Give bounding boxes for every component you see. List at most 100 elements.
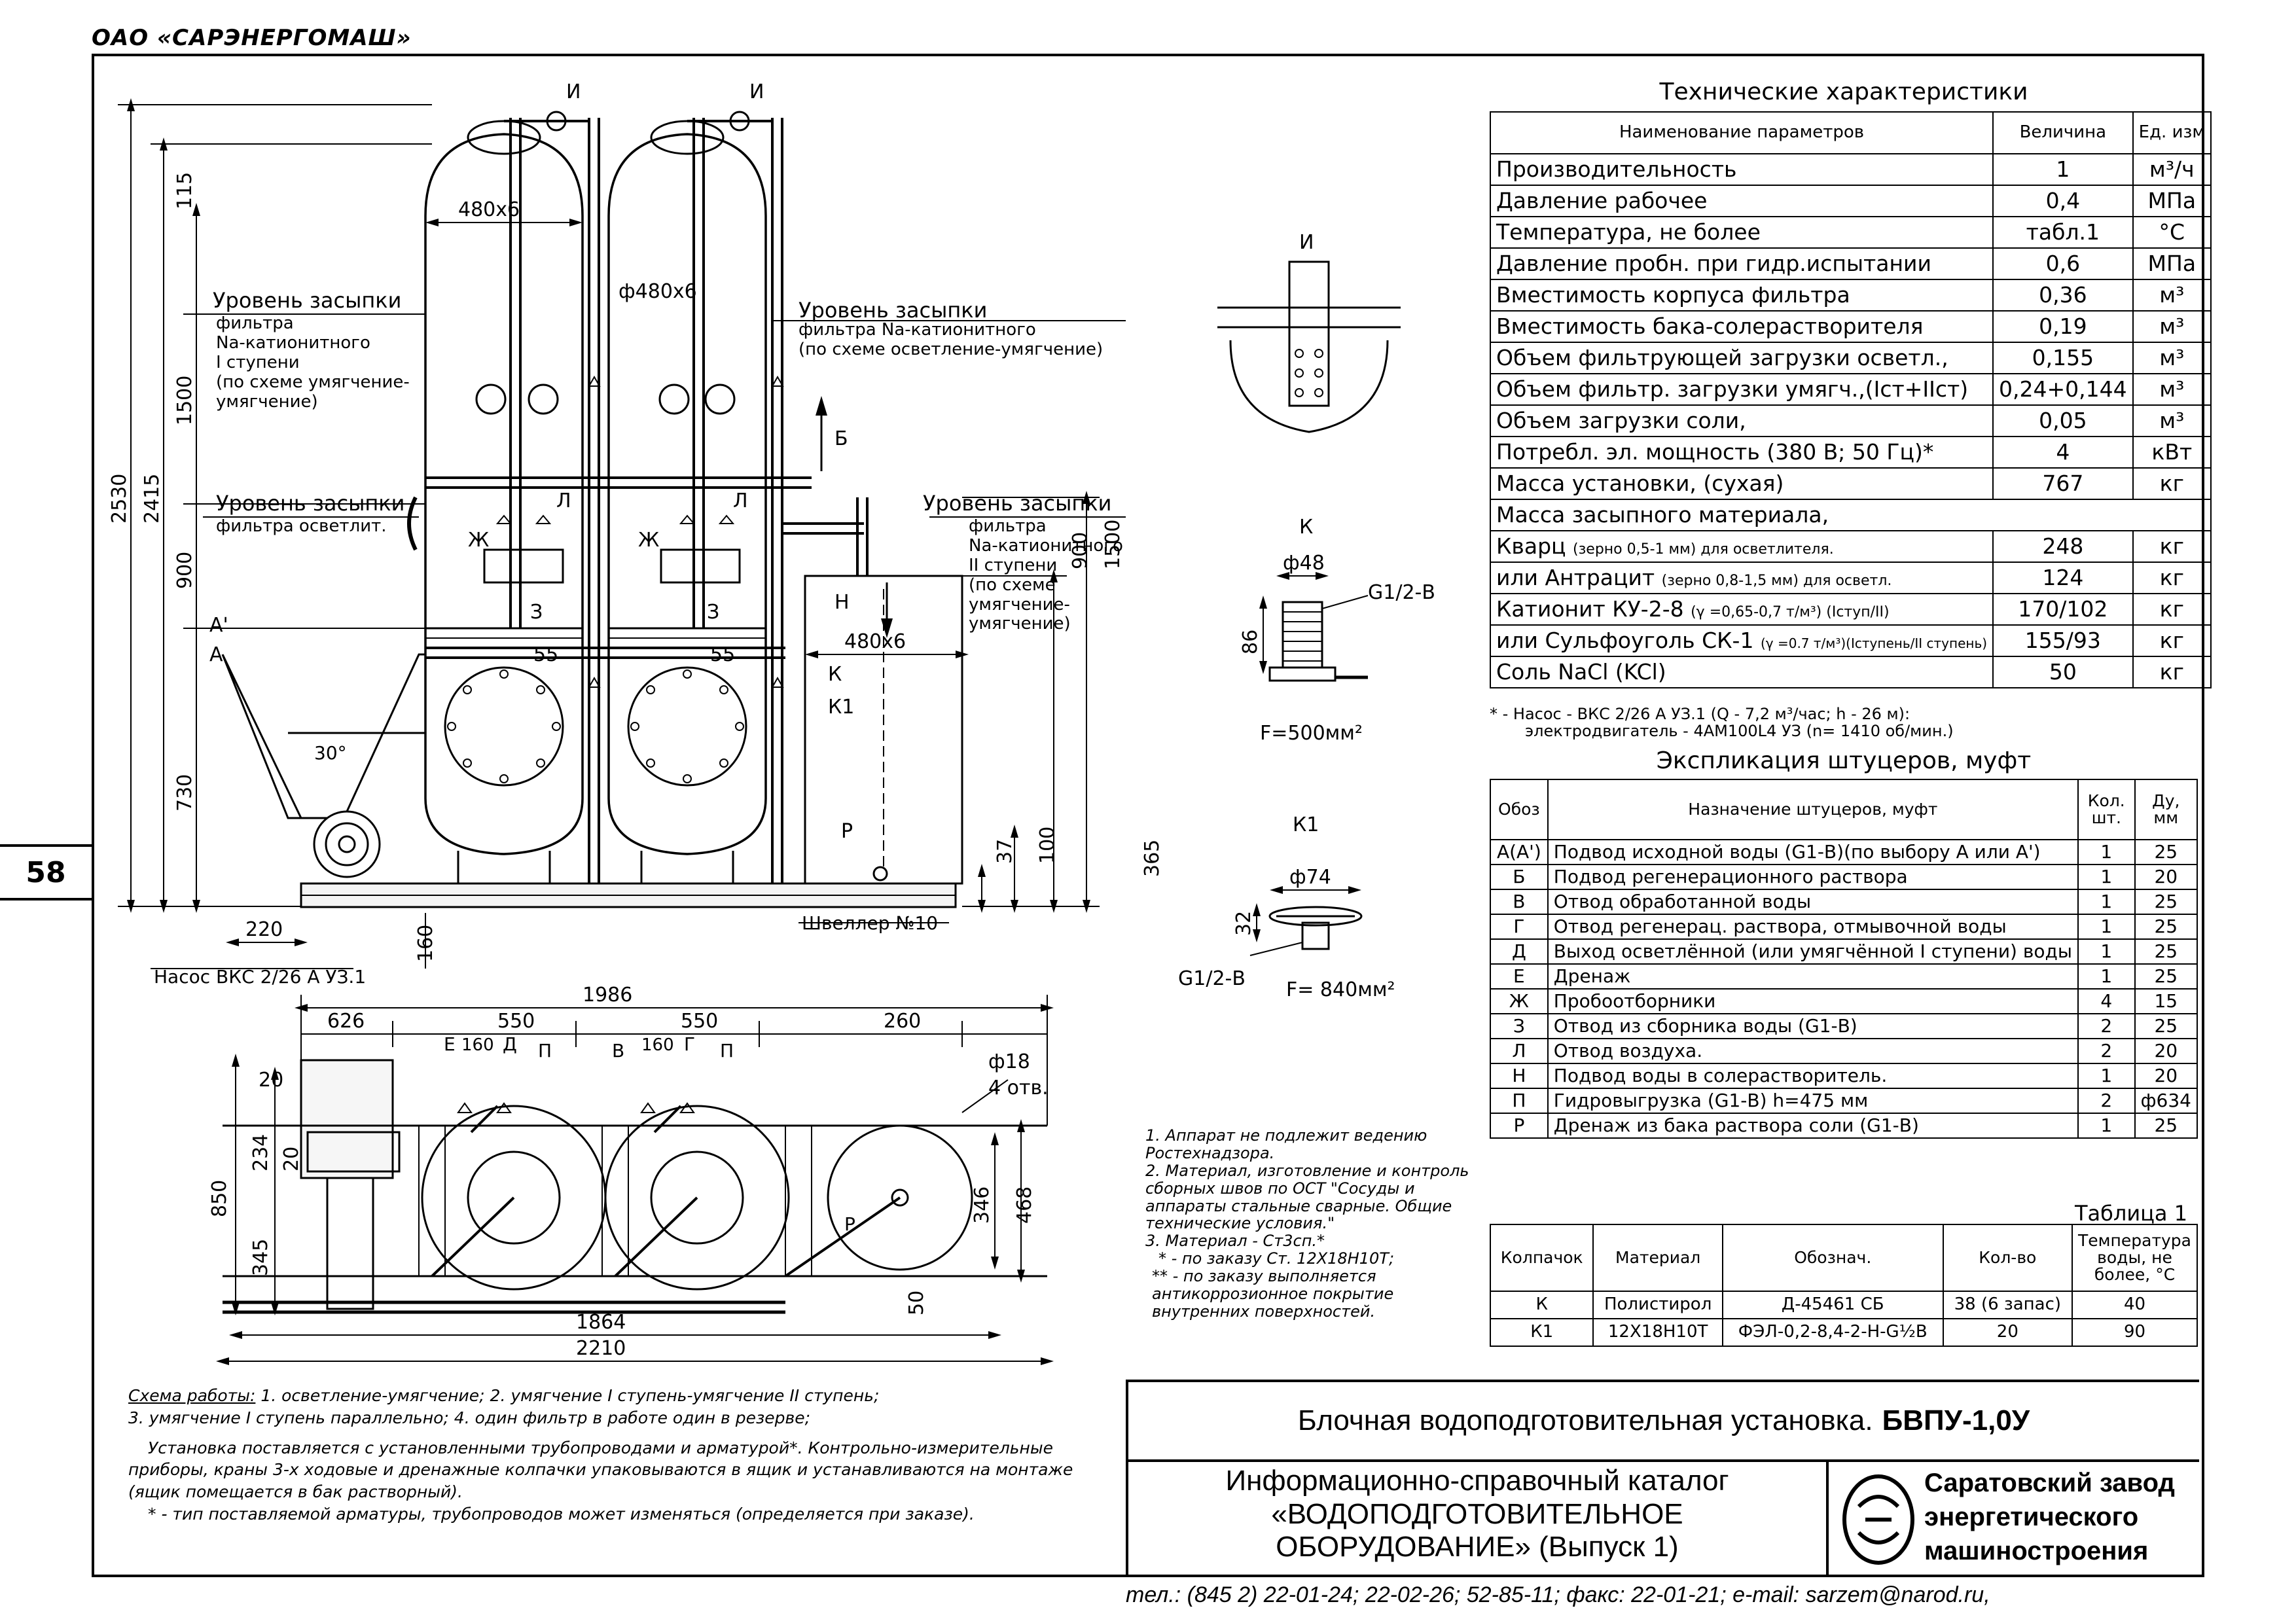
dim-160: 160 — [414, 925, 437, 962]
table-row: Катионит КУ-2-8 (γ =0,65-0,7 т/м³) (Iсту… — [1489, 593, 2212, 626]
label-zh-2: Ж — [638, 529, 659, 552]
mass-material: Катионит КУ-2-8 — [1496, 596, 1684, 622]
label-p-1: П — [538, 1040, 552, 1061]
dim-900-a: 900 — [173, 552, 196, 589]
t1-qty: 20 — [1942, 1318, 2073, 1347]
param-value: 0,05 — [1992, 404, 2134, 437]
dim-20-b: 20 — [280, 1147, 303, 1171]
dim-32: 32 — [1232, 911, 1255, 936]
label-v: В — [612, 1040, 624, 1061]
label-d: Д — [503, 1033, 517, 1055]
scheme-line-3: Установка поставляется с установленными … — [128, 1438, 1073, 1502]
param-value: 0,24+0,144 — [1992, 373, 2134, 406]
catalog-line-1: Информационно-справочный каталог — [1225, 1465, 1729, 1497]
param-unit: м³/ч — [2132, 153, 2212, 186]
label-i-1: И — [566, 80, 581, 103]
dim-550-b: 550 — [681, 1010, 718, 1033]
t1-code: ФЭЛ-0,2-8,4-2-Н-G½В — [1721, 1318, 1944, 1347]
param-unit: м³ — [2132, 404, 2212, 437]
expl-qty: 1 — [2077, 914, 2136, 940]
expl-dn: 25 — [2134, 963, 2198, 990]
dim-468: 468 — [1013, 1186, 1036, 1224]
dim-480x6-b: ф480х6 — [619, 280, 697, 303]
label-a1: А' — [209, 614, 228, 637]
dim-2210: 2210 — [576, 1337, 626, 1360]
table-row: Масса засыпного материала, — [1490, 499, 2212, 531]
param-value: 0,155 — [1992, 342, 2134, 374]
t1-code: Д-45461 СБ — [1721, 1291, 1944, 1319]
dim-850: 850 — [208, 1180, 231, 1217]
expl-purpose: Подвод регенерационного раствора — [1547, 864, 2079, 890]
expl-code: Р — [1490, 1113, 1549, 1139]
scheme-line-2: 3. умягчение I ступень параллельно; 4. о… — [128, 1408, 811, 1427]
table-row: Кварц (зерно 0,5-1 мм) для осветлителя.2… — [1489, 530, 2212, 563]
expl-dn: 20 — [2134, 864, 2198, 890]
dim-holes: 4 отв. — [988, 1077, 1049, 1099]
level-label-4: Уровень засыпки — [923, 491, 1111, 516]
label-g: Г — [684, 1033, 695, 1055]
t1-material: 12Х18Н10Т — [1592, 1318, 1723, 1347]
label-a: А — [209, 643, 223, 666]
tech-caption: Технические характеристики — [1659, 79, 2028, 105]
expl-purpose: Отвод регенерац. раствора, отмывочной во… — [1547, 914, 2079, 940]
param-name: Давление пробн. при гидр.испытании — [1489, 247, 1994, 280]
dim-2530: 2530 — [108, 474, 131, 524]
label-zh-1: Ж — [468, 529, 489, 552]
label-p: Р — [841, 820, 853, 843]
expl-header-dn: Ду, мм — [2134, 779, 2198, 840]
notes-block: 1. Аппарат не подлежит ведению Ростехнад… — [1126, 1127, 1492, 1321]
label-n: Н — [834, 591, 850, 614]
title-text: Блочная водоподготовительная установка. — [1297, 1404, 1873, 1436]
dim-2415: 2415 — [141, 474, 164, 524]
table1-header-row: Колпачок Материал Обознач. Кол-во Темпер… — [1489, 1224, 2198, 1292]
expl-dn: 25 — [2134, 914, 2198, 940]
mass-name: Кварц (зерно 0,5-1 мм) для осветлителя. — [1489, 530, 1994, 563]
t1-temp: 40 — [2072, 1291, 2198, 1319]
catalog-line-3: ОБОРУДОВАНИЕ» (Выпуск 1) — [1276, 1531, 1679, 1563]
param-value: 767 — [1992, 467, 2134, 500]
contacts-line: тел.: (845 2) 22-01-24; 22-02-26; 52-85-… — [1126, 1582, 1990, 1607]
dim-730: 730 — [173, 774, 196, 812]
param-unit: м³ — [2132, 279, 2212, 312]
expl-code: Н — [1490, 1063, 1549, 1089]
dim-1500-a: 1500 — [173, 376, 196, 425]
label-f500: F=500мм² — [1260, 722, 1363, 745]
mass-value: 170/102 — [1992, 593, 2134, 626]
param-name: Давление рабочее — [1489, 185, 1994, 217]
dim-346: 346 — [971, 1186, 994, 1224]
expl-code: А(А') — [1490, 839, 1549, 865]
t1-header-code: Обознач. — [1721, 1224, 1944, 1292]
level-sub-3: фильтра осветлит. — [216, 516, 387, 536]
param-value: 1 — [1992, 153, 2134, 186]
dim-115: 115 — [173, 172, 196, 209]
mass-value: 155/93 — [1992, 624, 2134, 657]
param-unit: °С — [2132, 216, 2212, 249]
param-unit: МПа — [2132, 185, 2212, 217]
dim-1986: 1986 — [583, 984, 632, 1007]
param-name: Вместимость бака-солерастворителя — [1489, 310, 1994, 343]
note-4: * - по заказу Ст. 12Х18Н10Т; — [1158, 1249, 1395, 1268]
table1: Колпачок Материал Обознач. Кол-во Темпер… — [1489, 1224, 2198, 1347]
expl-purpose: Пробоотборники — [1547, 988, 2079, 1014]
expl-code: З — [1490, 1013, 1549, 1039]
param-name: Вместимость корпуса фильтра — [1489, 279, 1994, 312]
label-f840: F= 840мм² — [1286, 978, 1395, 1001]
dim-d74: ф74 — [1289, 866, 1331, 889]
plant-name: Саратовский завод энергетического машино… — [1924, 1466, 2199, 1568]
label-l-2: Л — [733, 490, 748, 512]
expl-code: В — [1490, 889, 1549, 915]
tech-header-row: Наименование параметров Величина Ед. изм — [1489, 111, 2212, 154]
expl-code: Е — [1490, 963, 1549, 990]
t1-cap: К1 — [1489, 1318, 1594, 1347]
label-k: К — [828, 663, 842, 686]
t1-qty: 38 (6 запас) — [1942, 1291, 2073, 1319]
